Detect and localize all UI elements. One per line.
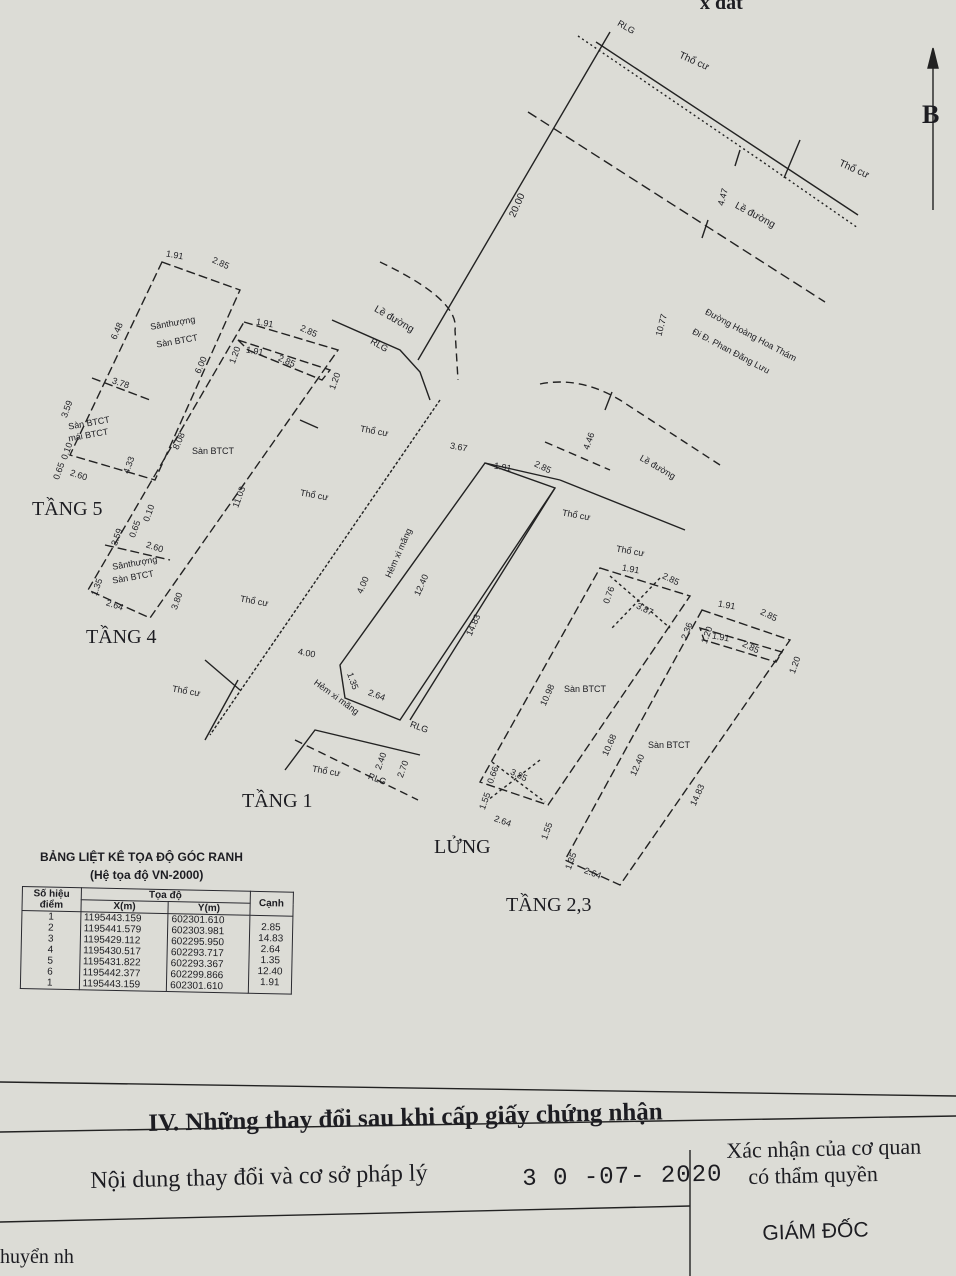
section4-date: 3 0 -07- 2020 bbox=[522, 1161, 723, 1193]
san-btct-label: Sàn BTCT bbox=[648, 740, 691, 750]
section4-confirm-line2: có thẩm quyền bbox=[748, 1161, 879, 1189]
coord-table-title: BẢNG LIỆT KÊ TỌA ĐỘ GÓC RANH bbox=[40, 850, 243, 864]
header-partial-title: x đất bbox=[700, 0, 743, 14]
coord-table-subtitle: (Hệ tọa độ VN-2000) bbox=[90, 868, 204, 882]
floor-label-tang4: TẦNG 4 bbox=[86, 626, 157, 648]
section4-confirm-line1: Xác nhận của cơ quan bbox=[726, 1133, 922, 1163]
san-btct-label: Sàn BTCT bbox=[564, 684, 607, 694]
north-label: B bbox=[922, 100, 940, 129]
floor-label-tang23: TẦNG 2,3 bbox=[506, 894, 592, 916]
san-btct-label: Sàn BTCT bbox=[192, 446, 235, 456]
floor-label-tang1: TẦNG 1 bbox=[242, 790, 313, 812]
floor-label-lung: LỬNG bbox=[434, 836, 491, 858]
floor-label-tang5: TẦNG 5 bbox=[32, 498, 103, 520]
col-edge: Cạnh bbox=[249, 891, 294, 917]
section4-director: GIÁM ĐỐC bbox=[762, 1218, 869, 1245]
section4-partial-text: huyển nh bbox=[0, 1246, 74, 1268]
